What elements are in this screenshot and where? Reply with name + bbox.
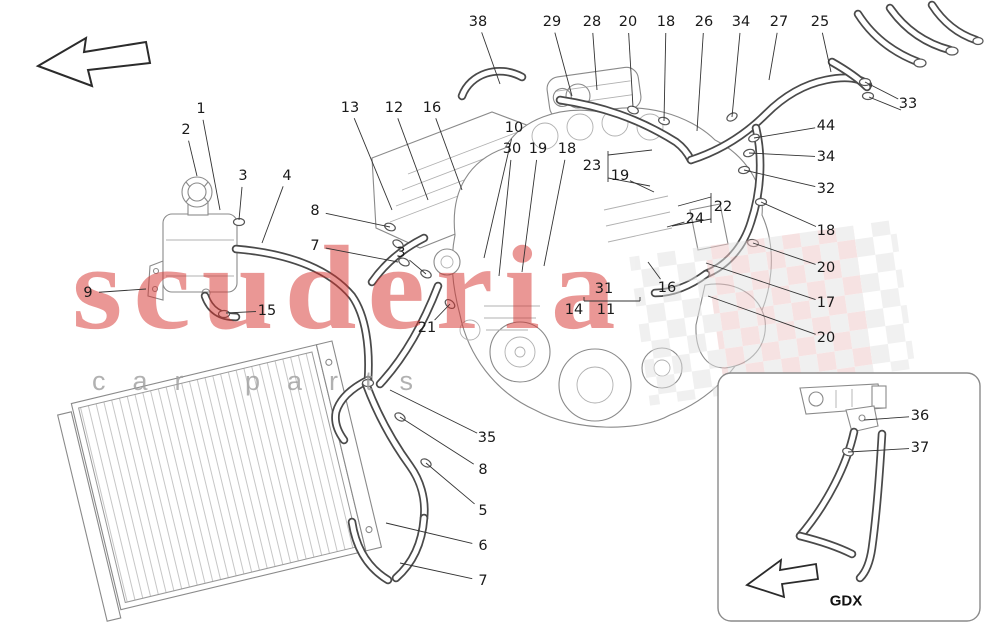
inset-direction-arrow	[745, 558, 820, 599]
inset-code-label: GDX	[829, 592, 863, 610]
inset-box	[717, 372, 981, 622]
radiator-illustration	[57, 340, 383, 622]
hoses-illustration	[200, 0, 981, 585]
direction-arrow	[35, 36, 152, 88]
expansion-tank-illustration	[147, 176, 238, 301]
inset-bracket-part	[845, 405, 879, 433]
tank-cap-icon	[181, 176, 213, 208]
